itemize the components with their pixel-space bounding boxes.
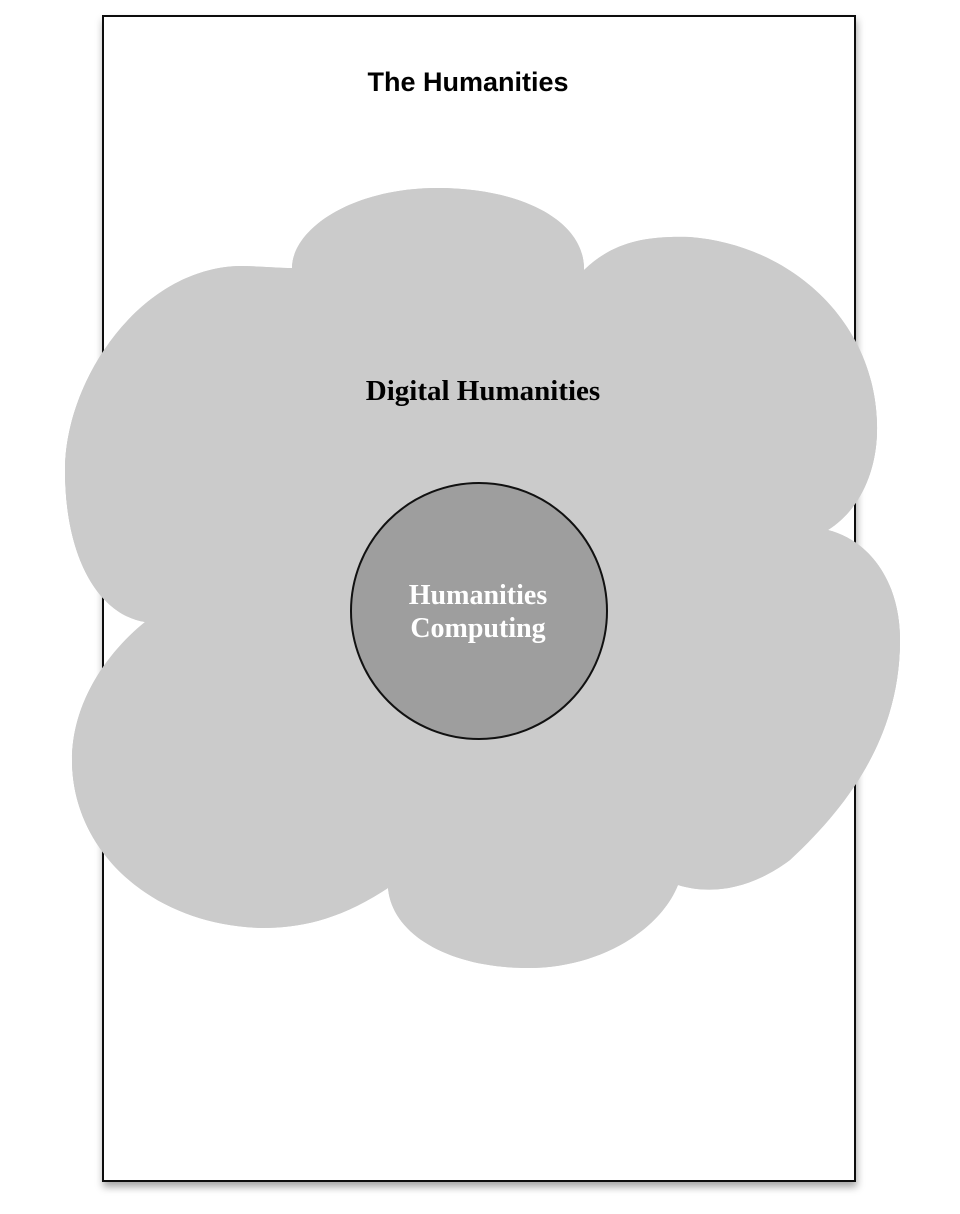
inner-label-line2: Computing [410,613,545,644]
outer-label: The Humanities [367,67,568,97]
inner-label-line1: Humanities [409,580,548,611]
middle-label: Digital Humanities [366,375,600,407]
humanities-computing-circle [350,482,608,740]
